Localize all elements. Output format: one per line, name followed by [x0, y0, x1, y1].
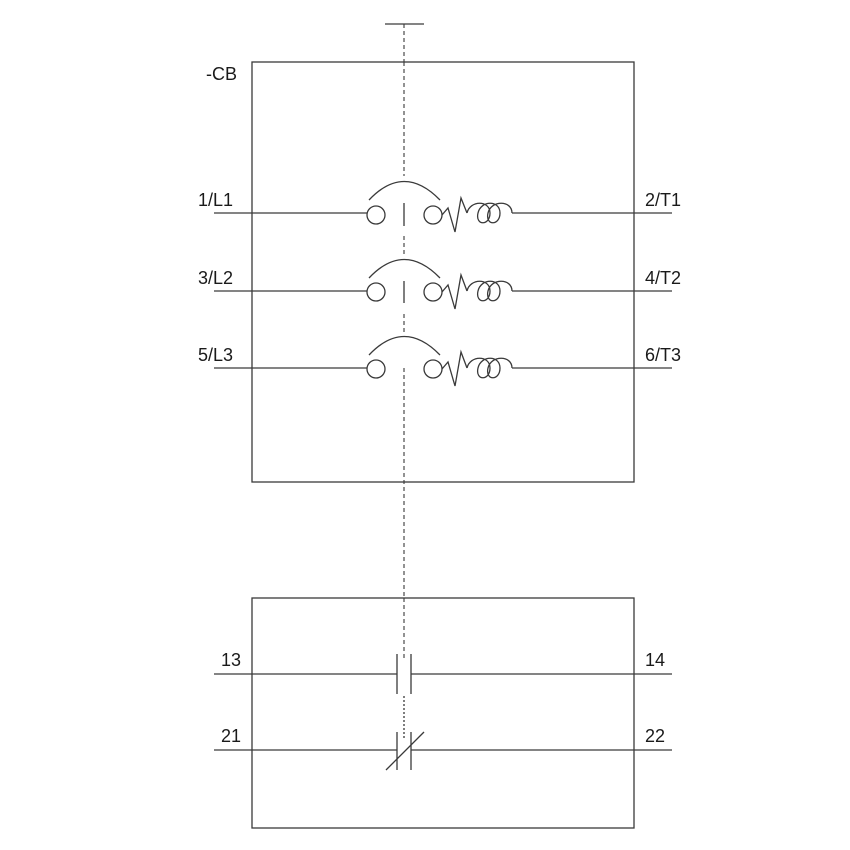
load-terminal-label: 2/T1 [645, 190, 681, 210]
auxiliary-contact-no: 13 14 [214, 650, 672, 694]
fixed-contact [366, 205, 386, 225]
line-terminal-label: 3/L2 [198, 268, 233, 288]
nc-diagonal-bar [385, 731, 425, 771]
moving-contact-arc [368, 258, 441, 279]
fixed-contact [423, 282, 443, 302]
auxiliary-enclosure [251, 597, 635, 829]
fixed-contact [366, 359, 386, 379]
fixed-contact [423, 359, 443, 379]
aux-terminal-label-left: 13 [221, 650, 241, 670]
magnetic-trip-coil [466, 357, 513, 379]
main-enclosure [251, 61, 635, 483]
aux-terminal-label-left: 21 [221, 726, 241, 746]
aux-terminal-label-right: 22 [645, 726, 665, 746]
line-terminal-label: 1/L1 [198, 190, 233, 210]
auxiliary-contact-nc: 21 22 [214, 726, 672, 771]
device-designation: -CB [206, 64, 237, 84]
magnetic-trip-coil [466, 280, 513, 302]
thermal-trip-symbol [441, 195, 468, 233]
thermal-trip-symbol [441, 349, 468, 387]
main-pole-1: 1/L1 2/T1 [198, 180, 681, 233]
fixed-contact [423, 205, 443, 225]
fixed-contact [366, 282, 386, 302]
thermal-trip-symbol [441, 272, 468, 310]
load-terminal-label: 6/T3 [645, 345, 681, 365]
load-terminal-label: 4/T2 [645, 268, 681, 288]
main-pole-2: 3/L2 4/T2 [198, 258, 681, 310]
moving-contact-arc [368, 335, 441, 356]
magnetic-trip-coil [466, 202, 513, 224]
line-terminal-label: 5/L3 [198, 345, 233, 365]
aux-terminal-label-right: 14 [645, 650, 665, 670]
main-pole-3: 5/L3 6/T3 [198, 335, 681, 387]
moving-contact-arc [368, 180, 441, 201]
